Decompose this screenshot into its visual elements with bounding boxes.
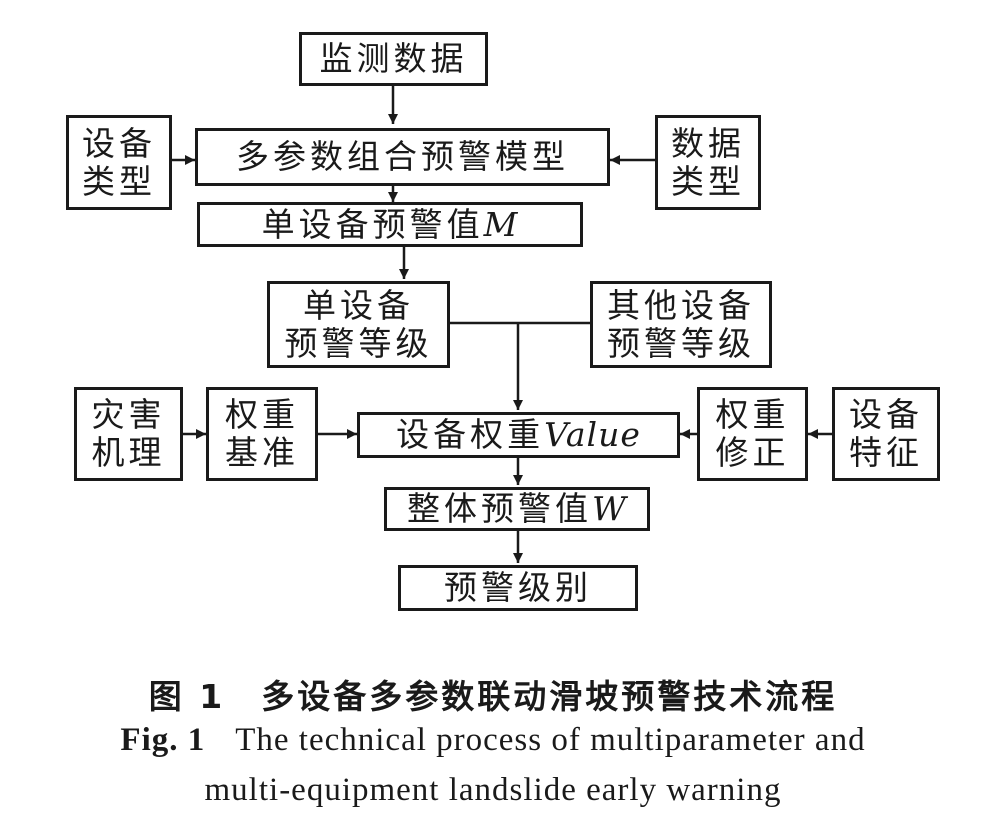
node-weight-correction-line2: 修正	[715, 433, 790, 472]
caption-english-line1: Fig. 1 The technical process of multipara…	[0, 722, 986, 759]
node-single-warning-value: 单设备预警值M	[197, 202, 583, 247]
node-other-warning-level-line2: 预警等级	[607, 323, 755, 363]
node-overall-warning-value-var: W	[592, 489, 627, 528]
node-overall-warning-value-label: 整体预警值	[407, 489, 593, 528]
node-equipment-feature: 设备 特征	[832, 387, 940, 481]
caption-cn-number: 图 1	[148, 677, 226, 716]
node-overall-warning-value: 整体预警值W	[384, 487, 650, 531]
node-equipment-weight: 设备权重Value	[357, 412, 680, 458]
node-other-warning-level: 其他设备 预警等级	[590, 281, 772, 368]
node-data-type-line1: 数据	[671, 123, 745, 163]
node-single-warning-level-line2: 预警等级	[284, 323, 433, 363]
node-single-warning-value-var: M	[483, 204, 519, 244]
node-monitoring-data: 监测数据	[299, 32, 488, 86]
node-multi-param-model-label: 多参数组合预警模型	[236, 137, 569, 176]
node-equipment-type-line2: 类型	[82, 161, 156, 201]
node-other-warning-level-line1: 其他设备	[607, 285, 755, 325]
caption-en-label: Fig. 1	[120, 722, 206, 758]
node-disaster-mechanism-line1: 灾害	[91, 395, 166, 434]
node-weight-correction-line1: 权重	[715, 395, 790, 434]
node-multi-param-model: 多参数组合预警模型	[195, 128, 610, 186]
caption-en-line2-text: multi-equipment landslide early warning	[204, 772, 782, 808]
node-single-warning-level: 单设备 预警等级	[267, 281, 450, 368]
node-equipment-feature-line2: 特征	[849, 433, 923, 472]
node-warning-level: 预警级别	[398, 565, 638, 611]
node-equipment-feature-line1: 设备	[849, 395, 923, 434]
node-warning-level-label: 预警级别	[444, 568, 592, 607]
node-disaster-mechanism-line2: 机理	[91, 433, 166, 472]
node-weight-correction: 权重 修正	[697, 387, 808, 481]
node-equipment-weight-label: 设备权重	[396, 415, 545, 454]
node-weight-benchmark: 权重 基准	[206, 387, 318, 481]
node-weight-benchmark-line1: 权重	[225, 395, 299, 434]
node-weight-benchmark-line2: 基准	[225, 433, 299, 472]
flow-connectors	[172, 86, 832, 563]
caption-cn-title: 多设备多参数联动滑坡预警技术流程	[261, 677, 838, 716]
node-monitoring-data-label: 监测数据	[319, 39, 468, 78]
node-single-warning-level-line1: 单设备	[303, 285, 414, 325]
node-equipment-weight-var: Value	[544, 415, 641, 454]
node-equipment-type: 设备 类型	[66, 115, 172, 210]
node-single-warning-value-label: 单设备预警值	[261, 204, 484, 244]
caption-en-line1-text: The technical process of multiparameter …	[235, 722, 866, 758]
caption-english-line2: multi-equipment landslide early warning	[0, 772, 986, 809]
caption-chinese: 图 1 多设备多参数联动滑坡预警技术流程	[0, 670, 986, 718]
node-data-type-line2: 类型	[671, 161, 745, 201]
node-data-type: 数据 类型	[655, 115, 761, 210]
node-equipment-type-line1: 设备	[82, 123, 156, 163]
node-disaster-mechanism: 灾害 机理	[74, 387, 183, 481]
